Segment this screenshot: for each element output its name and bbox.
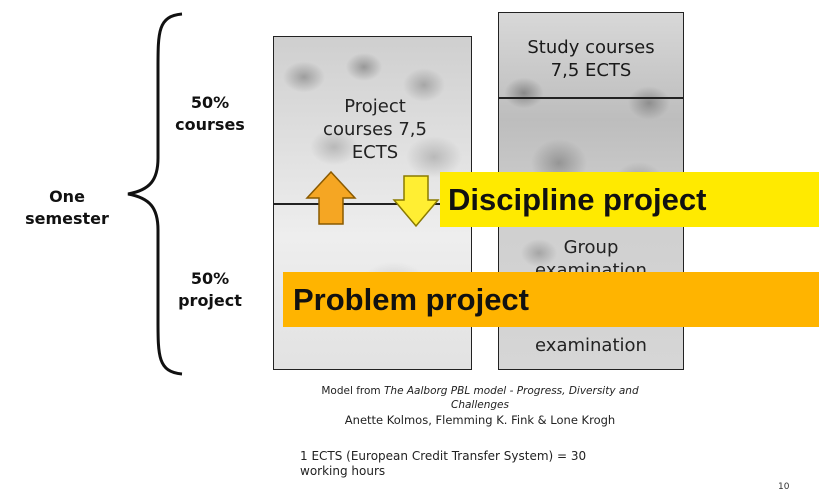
discipline-project-banner: Discipline project [440,172,819,227]
left-photo-divider [274,203,471,205]
project-courses-line2: courses 7,5 [323,119,427,140]
courses-share-label: 50% courses [160,92,260,136]
right-photo-divider [499,97,683,99]
model-source-caption: Model from The Aalborg PBL model - Progr… [270,384,690,427]
bottom-examination-text: examination [535,335,647,356]
down-arrow-icon [392,175,440,228]
up-arrow-icon [305,170,357,225]
semester-brace [127,12,183,376]
caption-authors: Anette Kolmos, Flemming K. Fink & Lone K… [344,413,616,427]
project-share-label: 50% project [160,268,260,312]
ects-line2: working hours [300,464,386,478]
project-courses-line1: Project [344,96,406,117]
courses-word: courses [175,115,245,134]
problem-project-banner: Problem project [283,272,819,327]
courses-percent: 50% [190,93,230,112]
project-courses-line3: ECTS [351,142,399,163]
project-word: project [178,291,242,310]
one-semester-label: One semester [22,186,112,230]
study-courses-line1: Study courses [527,37,655,58]
one-semester-line2: semester [25,209,109,228]
ects-definition: 1 ECTS (European Credit Transfer System)… [300,449,680,479]
project-percent: 50% [190,269,230,288]
page-number: 10 [778,482,790,492]
caption-title-cont: Challenges [451,399,509,411]
one-semester-line1: One [49,187,85,206]
caption-line1: Model from The Aalborg PBL model - Progr… [270,384,690,398]
ects-line1: 1 ECTS (European Credit Transfer System)… [300,449,587,463]
study-courses-line2: 7,5 ECTS [550,60,632,81]
project-courses-text: Project courses 7,5 ECTS [290,95,460,164]
caption-title: The Aalborg PBL model - Progress, Divers… [384,385,639,397]
caption-line2: Challenges [270,398,690,412]
study-courses-text: Study courses 7,5 ECTS [505,36,677,82]
caption-prefix: Model from [321,385,384,397]
group-examination-line1: Group [563,237,619,258]
